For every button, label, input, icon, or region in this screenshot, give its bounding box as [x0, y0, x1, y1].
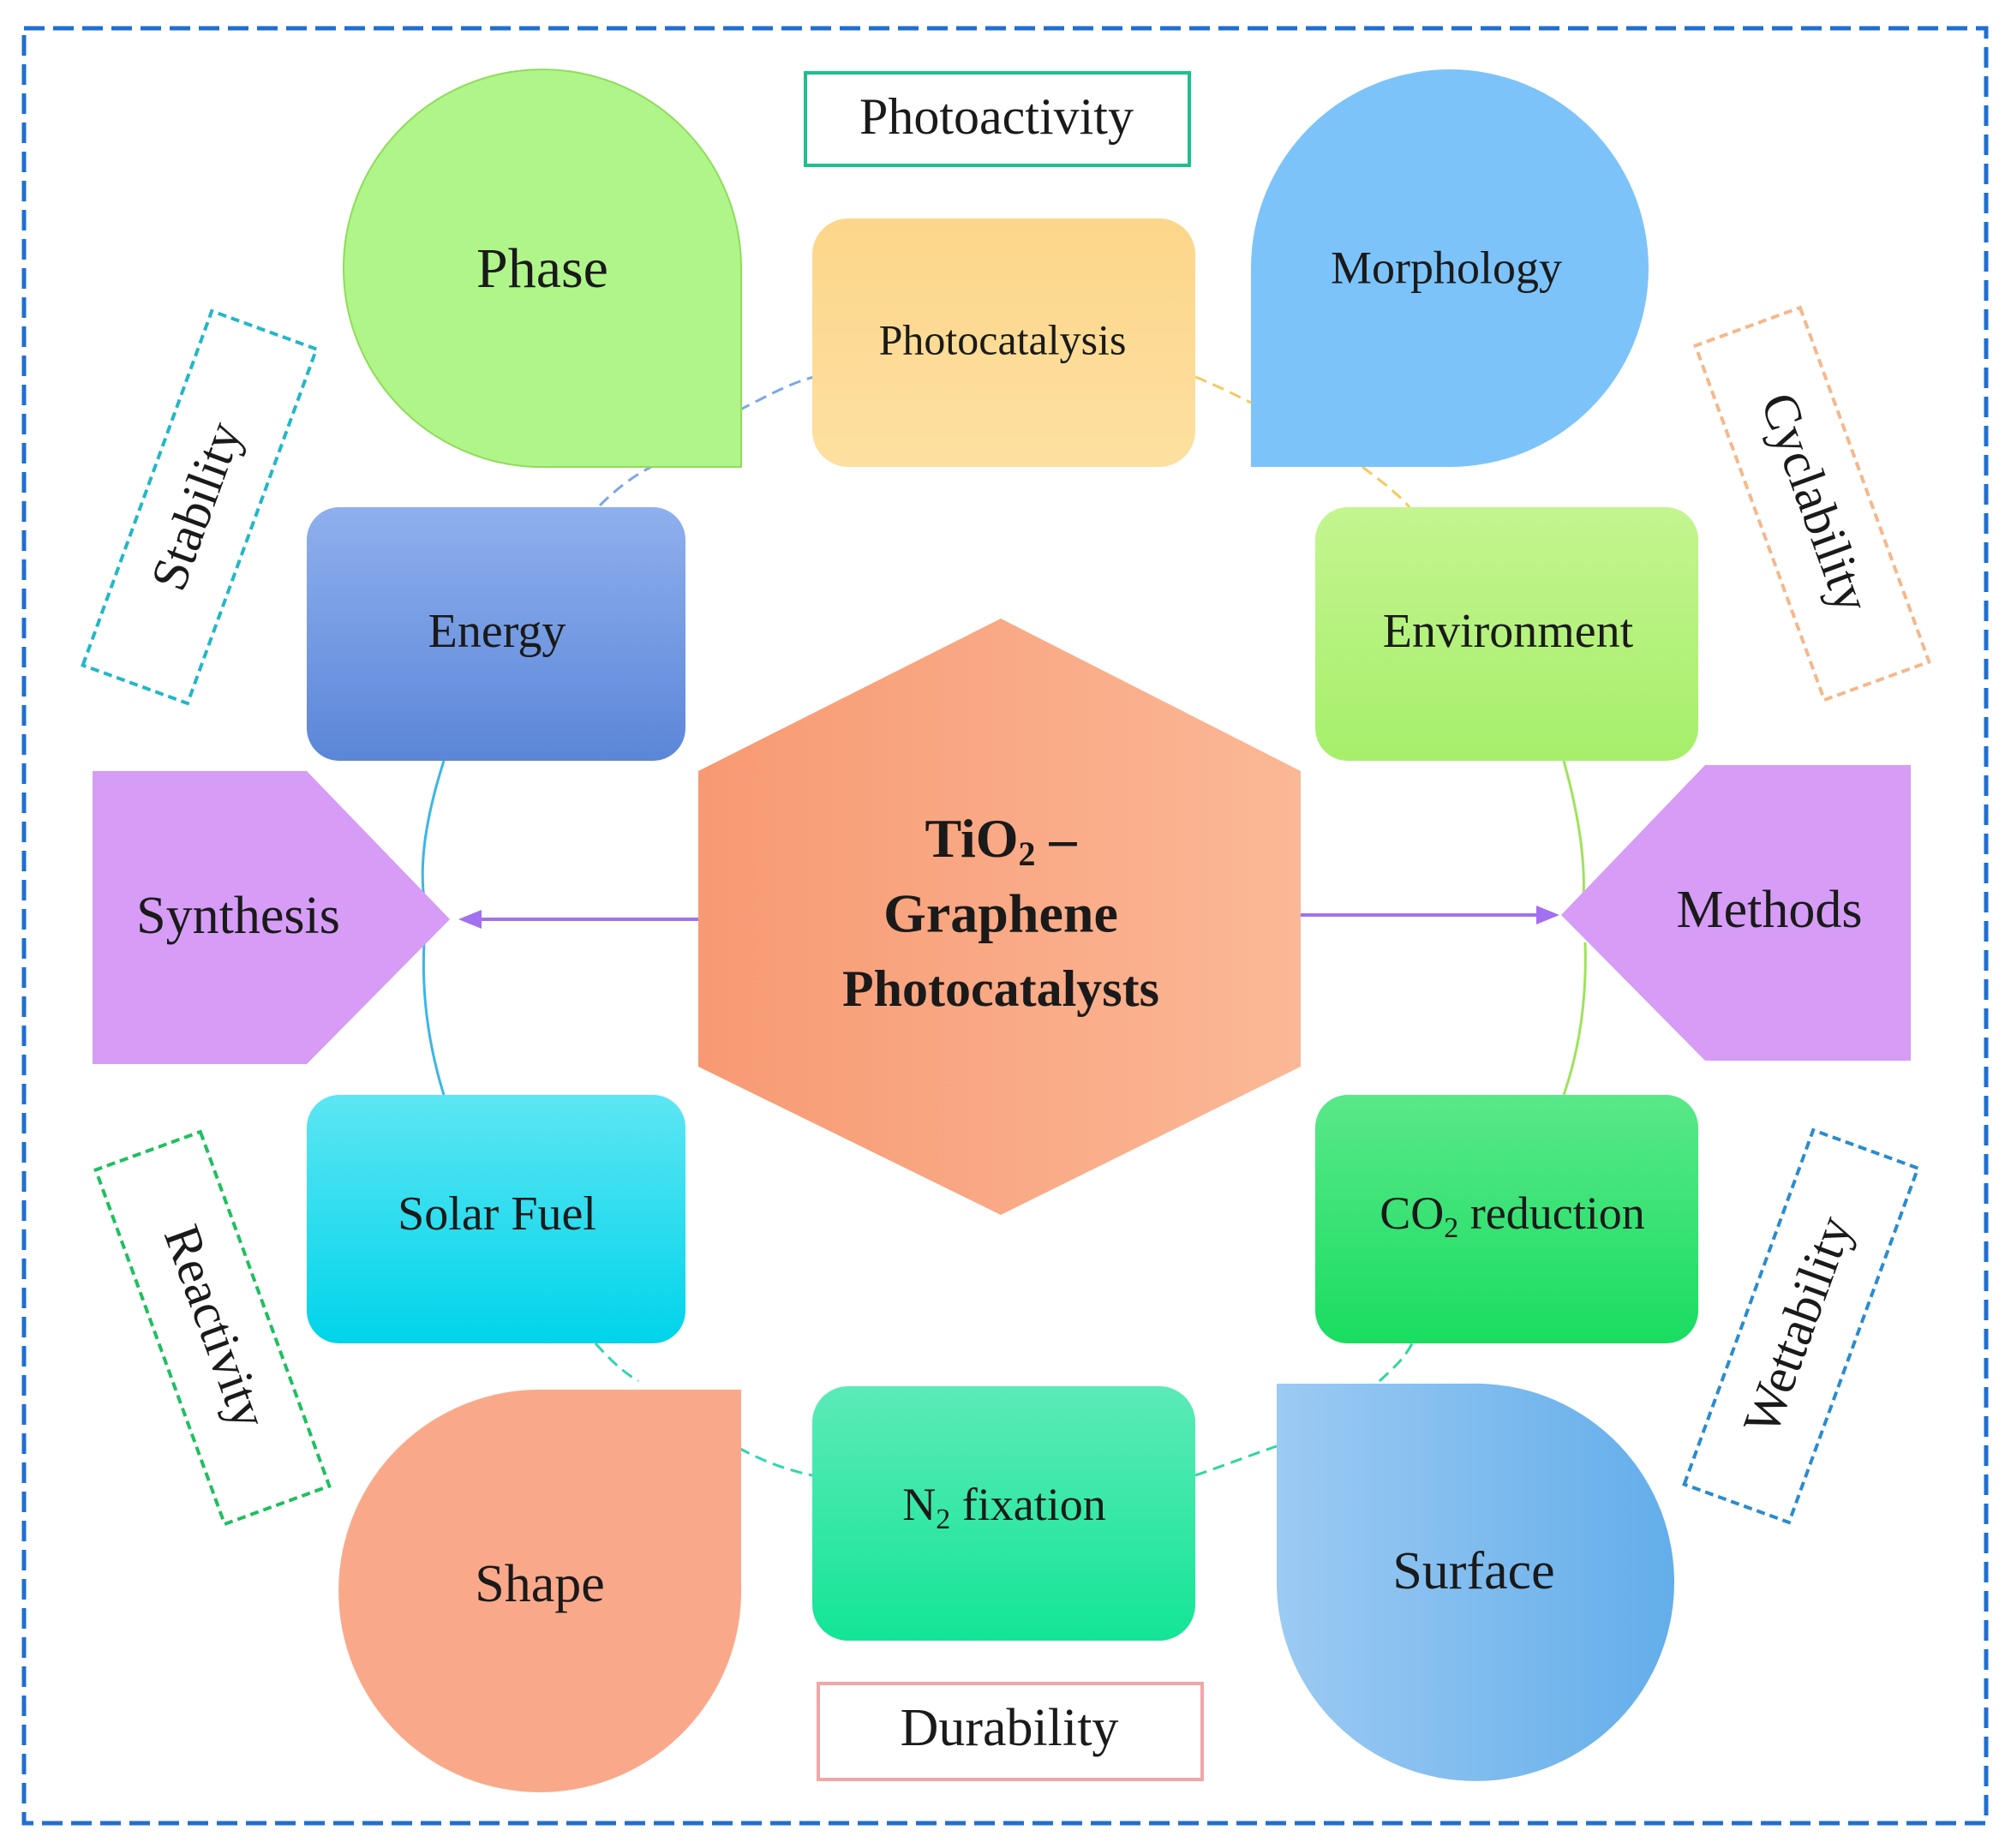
node-energy: Energy	[307, 507, 685, 761]
node-methods-label: Methods	[1677, 881, 1863, 939]
node-shape: Shape	[338, 1389, 742, 1792]
node-phase-shape	[343, 69, 742, 469]
node-environment: Environment	[1315, 507, 1698, 761]
property-reactivity-box	[93, 1129, 332, 1527]
center-hexagon: TiO2 – Graphene Photocatalysts	[698, 619, 1301, 1215]
node-energy-shape	[307, 507, 685, 761]
node-methods: Methods	[1561, 765, 1911, 1061]
connector-methods-co2	[1562, 942, 1587, 1096]
node-synthesis-shape	[93, 771, 450, 1064]
node-co2-reduction: CO2 reduction	[1315, 1095, 1698, 1343]
property-durability: Durability	[817, 1682, 1204, 1781]
arrowhead-synthesis	[458, 910, 482, 929]
property-photoactivity-box	[804, 71, 1191, 167]
connector-surface-co2	[1378, 1343, 1414, 1383]
connector-ring	[421, 375, 1587, 1477]
connector-shape-n2	[738, 1446, 813, 1477]
property-stability-box	[81, 308, 319, 706]
node-solar-fuel: Solar Fuel	[307, 1095, 685, 1343]
node-synthesis: Synthesis	[93, 771, 450, 1064]
property-stability: Stability	[81, 308, 319, 706]
node-surface-shape	[1277, 1383, 1674, 1781]
node-solar-fuel-shape	[307, 1095, 685, 1343]
node-n2-fixation-label: N2 fixation	[902, 1479, 1105, 1534]
property-cyclability-box	[1693, 305, 1931, 703]
node-surface-label: Surface	[1392, 1542, 1554, 1600]
connector-phase-photocatalysis	[738, 375, 815, 412]
node-solar-fuel-label: Solar Fuel	[398, 1187, 596, 1241]
node-n2-fixation-shape	[812, 1386, 1195, 1641]
arrowhead-methods	[1536, 906, 1559, 924]
connector-photocatalysis-morphology	[1194, 375, 1252, 404]
center-arrows	[458, 906, 1559, 929]
node-phase: Phase	[343, 69, 742, 469]
outer-frame	[21, 26, 1989, 1826]
node-phase-label: Phase	[476, 237, 608, 300]
node-morphology-shape	[1251, 69, 1649, 468]
connector-energy-synthesis	[421, 760, 446, 900]
center-hexagon-shape	[698, 619, 1301, 1215]
property-reactivity: Reactivity	[93, 1129, 332, 1527]
property-wettability-box	[1682, 1127, 1920, 1525]
property-cyclability: Cyclability	[1693, 305, 1931, 703]
property-durability-label: Durability	[901, 1699, 1119, 1757]
node-environment-label: Environment	[1383, 605, 1634, 658]
property-photoactivity: Photoactivity	[804, 71, 1191, 167]
node-shape-shape	[338, 1389, 742, 1792]
property-durability-box	[817, 1682, 1204, 1781]
node-environment-shape	[1315, 507, 1698, 761]
node-photocatalysis-label: Photocatalysis	[879, 315, 1127, 363]
connector-energy-phase	[598, 465, 652, 507]
node-co2-reduction-label: CO2 reduction	[1380, 1187, 1644, 1243]
node-shape-label: Shape	[475, 1555, 605, 1613]
connector-solarfuel-shape	[594, 1343, 639, 1383]
center-title-line3: Photocatalysts	[842, 960, 1159, 1017]
node-photocatalysis: Photocatalysis	[812, 218, 1195, 467]
node-surface: Surface	[1277, 1383, 1674, 1781]
node-morphology-label: Morphology	[1331, 242, 1562, 293]
node-energy-label: Energy	[428, 605, 566, 658]
node-photocatalysis-shape	[812, 218, 1195, 467]
connector-environment-methods	[1562, 760, 1585, 900]
node-n2-fixation: N2 fixation	[812, 1386, 1195, 1641]
node-synthesis-label: Synthesis	[136, 887, 340, 945]
connector-synthesis-solarfuel	[422, 942, 446, 1096]
center-title-line1: TiO2 –	[925, 808, 1077, 874]
node-methods-shape	[1561, 765, 1911, 1061]
node-morphology: Morphology	[1251, 69, 1649, 468]
connector-n2-surface	[1194, 1444, 1278, 1477]
property-wettability: Wettability	[1682, 1127, 1920, 1525]
center-title-line2: Graphene	[883, 883, 1118, 944]
connector-morphology-environment	[1362, 465, 1411, 508]
node-co2-reduction-shape	[1315, 1095, 1698, 1343]
property-photoactivity-label: Photoactivity	[859, 88, 1134, 145]
